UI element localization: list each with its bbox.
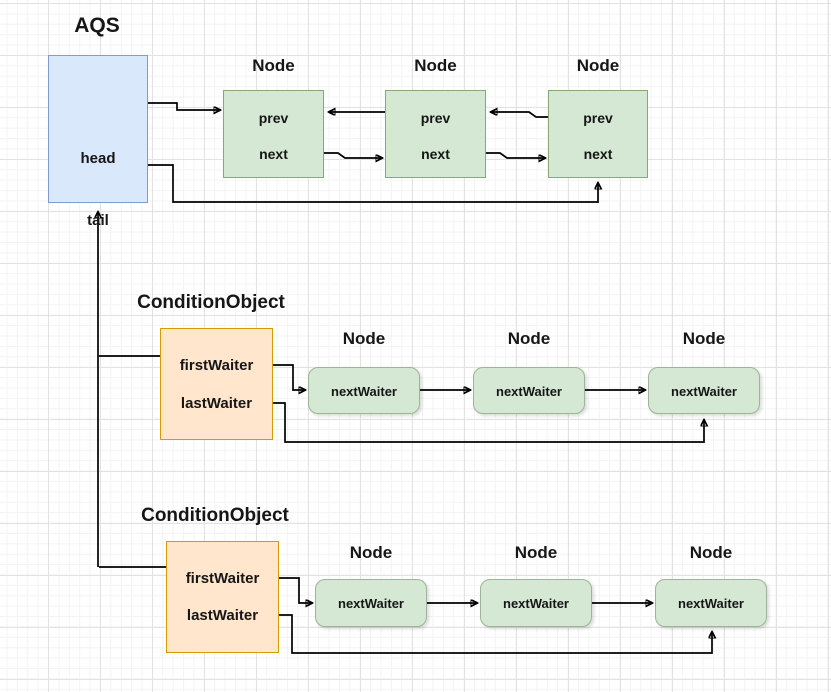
condition2-node3[interactable]: nextWaiter	[655, 579, 767, 627]
condition2-box[interactable]: firstWaiter lastWaiter	[166, 541, 279, 653]
condition2-firstwaiter: firstWaiter	[185, 570, 260, 587]
sync-node3-prev: prev	[583, 110, 613, 126]
condition1-firstwaiter: firstWaiter	[179, 357, 254, 374]
condition1-node3[interactable]: nextWaiter	[648, 367, 760, 414]
sync-node2[interactable]: prev next	[385, 90, 486, 178]
sync-node2-prev: prev	[420, 110, 451, 126]
sync-node2-title: Node	[414, 56, 457, 75]
condition2-node3-title: Node	[689, 543, 733, 562]
condition2-node2-title: Node	[514, 543, 558, 562]
sync-node1[interactable]: prev next	[223, 90, 324, 178]
condition2-lastwaiter: lastWaiter	[186, 607, 259, 624]
condition2-node2[interactable]: nextWaiter	[480, 579, 592, 627]
sync-node2-next: next	[421, 146, 450, 162]
sync-node3-next: next	[583, 146, 613, 162]
edge-tail-to-sync-node3	[121, 164, 598, 203]
condition1-node3-title: Node	[682, 329, 726, 348]
sync-node1-next: next	[259, 146, 288, 162]
condition1-node2[interactable]: nextWaiter	[473, 367, 585, 414]
condition1-title: ConditionObject	[137, 292, 285, 313]
aqs-field-tail: tail	[87, 212, 109, 229]
condition1-box[interactable]: firstWaiter lastWaiter	[160, 328, 273, 440]
aqs-box[interactable]: head tail	[48, 55, 148, 229]
sync-node1-title: Node	[252, 56, 295, 75]
aqs-field-head: head	[80, 150, 116, 167]
sync-node1-prev: prev	[258, 110, 289, 126]
condition1-node2-title: Node	[507, 329, 551, 348]
condition1-node1[interactable]: nextWaiter	[308, 367, 420, 414]
sync-node3-title: Node	[576, 56, 620, 75]
condition2-node1[interactable]: nextWaiter	[315, 579, 427, 627]
condition1-lastwaiter: lastWaiter	[180, 395, 253, 412]
condition2-node1-title: Node	[349, 543, 393, 562]
condition1-node1-title: Node	[342, 329, 386, 348]
aqs-title: AQS	[74, 14, 120, 37]
condition2-title: ConditionObject	[141, 505, 289, 526]
sync-node3[interactable]: prev next	[548, 90, 648, 178]
